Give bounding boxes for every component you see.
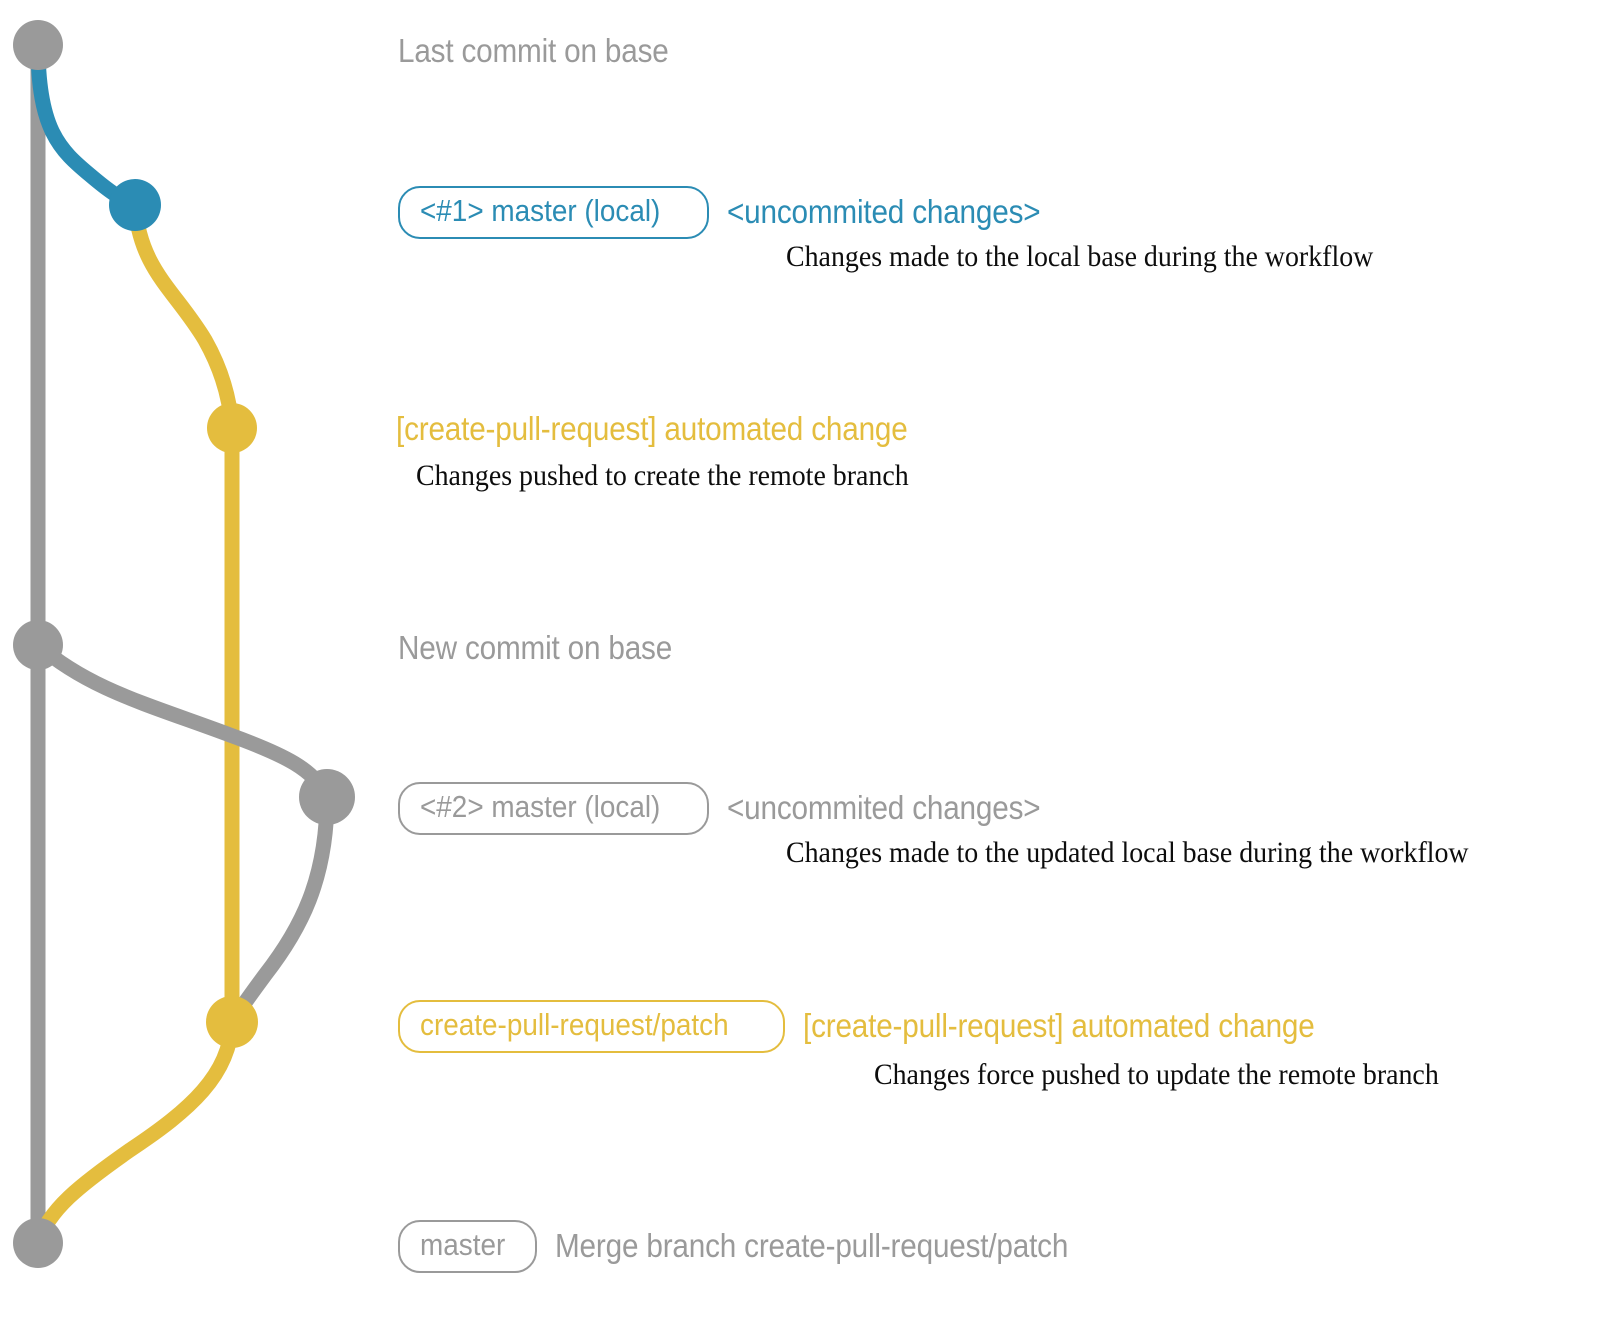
- commit-node-base-1[interactable]: [13, 20, 63, 70]
- commit-subject: [create-pull-request] automated change: [802, 1007, 1315, 1045]
- ref-badge-master-local-1[interactable]: <#1> master (local): [398, 186, 710, 239]
- annotation-local-1: Changes made to the local base during th…: [786, 240, 1374, 273]
- commit-node-local-2[interactable]: [299, 769, 355, 825]
- edge-patch2-to-merge: [30, 1014, 240, 1251]
- commit-node-patch-2[interactable]: [206, 996, 258, 1048]
- commit-subject: <uncommited changes>: [727, 789, 1041, 827]
- commit-node-patch-1[interactable]: [207, 403, 257, 453]
- commit-node-base-2[interactable]: [13, 620, 63, 670]
- entry-merge: master Merge branch create-pull-request/…: [398, 1220, 1125, 1273]
- commit-subject: <uncommited changes>: [727, 193, 1041, 231]
- edge-base1-to-local1: [30, 37, 143, 213]
- entry-new-commit-on-base: New commit on base: [398, 629, 703, 667]
- commit-heading: New commit on base: [398, 629, 673, 666]
- commit-node-merge[interactable]: [13, 1218, 63, 1268]
- ref-badge-create-pull-request-patch[interactable]: create-pull-request/patch: [398, 1000, 785, 1053]
- annotation-patch-1: Changes pushed to create the remote bran…: [416, 459, 909, 492]
- edge-base2-to-local2: [30, 637, 335, 805]
- entry-local-2: <#2> master (local) <uncommited changes>: [398, 782, 1075, 835]
- entry-local-1: <#1> master (local) <uncommited changes>: [398, 186, 1075, 239]
- entry-patch-1: [create-pull-request] automated change: [396, 410, 964, 448]
- entry-last-commit-on-base: Last commit on base: [398, 32, 699, 70]
- ref-badge-master-local-2[interactable]: <#2> master (local): [398, 782, 710, 835]
- entry-patch-2: create-pull-request/patch [create-pull-r…: [398, 1000, 1371, 1053]
- commit-heading: Last commit on base: [398, 32, 669, 69]
- commit-node-local-1[interactable]: [109, 179, 161, 231]
- ref-badge-master[interactable]: master: [398, 1220, 537, 1273]
- annotation-patch-2: Changes force pushed to update the remot…: [874, 1058, 1439, 1091]
- commit-subject: Merge branch create-pull-request/patch: [554, 1227, 1068, 1265]
- edge-local2-to-patch2: [224, 789, 335, 1030]
- edge-local1-to-patch1: [127, 197, 240, 436]
- commit-heading: [create-pull-request] automated change: [396, 410, 908, 447]
- annotation-local-2: Changes made to the updated local base d…: [786, 836, 1469, 869]
